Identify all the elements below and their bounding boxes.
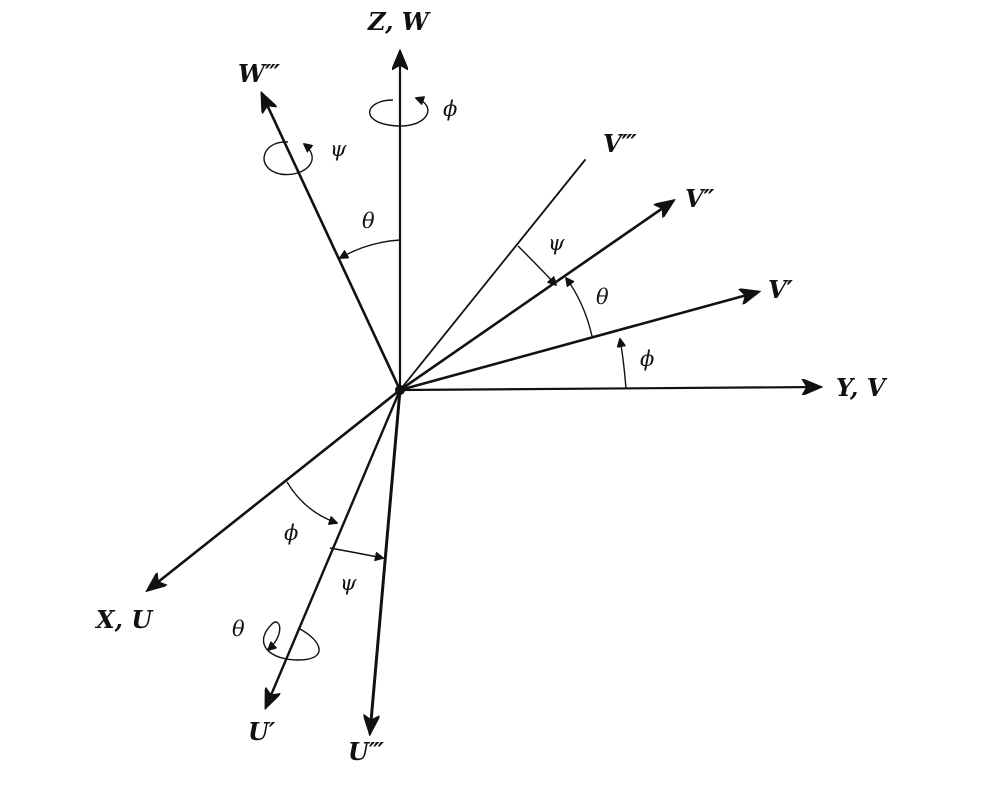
psi-arc-v3-v2: [517, 245, 556, 285]
theta-label-u1-rotation: θ: [232, 617, 245, 641]
theta-label-v2-v1: θ: [596, 285, 609, 309]
u3-axis: [370, 388, 402, 733]
psi-arc-u1-u3: [329, 547, 383, 558]
v2-axis: [398, 201, 673, 392]
w3-axis: [262, 94, 402, 392]
v2-axis-label: V″: [685, 184, 715, 213]
v3-axis-label: V‴: [603, 129, 637, 158]
psi-label-v3-v2: ψ: [548, 231, 565, 255]
theta-label-w3-z: θ: [362, 209, 375, 233]
phi-label-x-u1: ϕ: [284, 521, 298, 545]
phi-arc-x-u1: [286, 481, 337, 523]
theta-rotation-arrow-u1: [262, 621, 320, 661]
u1-axis-label: U′: [248, 717, 276, 746]
u3-axis-label: U‴: [348, 737, 384, 766]
v1-axis-label: V′: [768, 275, 794, 304]
z-w-axis-label: Z, W: [367, 7, 431, 36]
v1-axis: [398, 292, 758, 392]
phi-arc-v1-y: [620, 339, 627, 390]
w3-axis-label: W‴: [238, 59, 280, 88]
x-u-axis: [148, 388, 402, 590]
phi-label-z-rotation: ϕ: [443, 97, 457, 121]
psi-label-w3-rotation: ψ: [330, 137, 347, 161]
x-u-axis-label: X, U: [94, 605, 154, 634]
y-v-axis: [398, 387, 820, 390]
psi-label-u1-u3: ψ: [340, 571, 357, 595]
theta-arc-w3-z: [340, 239, 401, 258]
y-v-axis-label: Y, V: [836, 373, 888, 402]
psi-rotation-arrow-w3: [263, 141, 312, 176]
phi-rotation-arrow-z: [368, 98, 429, 127]
v3-axis: [399, 159, 586, 391]
theta-arc-v2-v1: [566, 278, 593, 337]
phi-label-v1-y: ϕ: [640, 347, 654, 371]
